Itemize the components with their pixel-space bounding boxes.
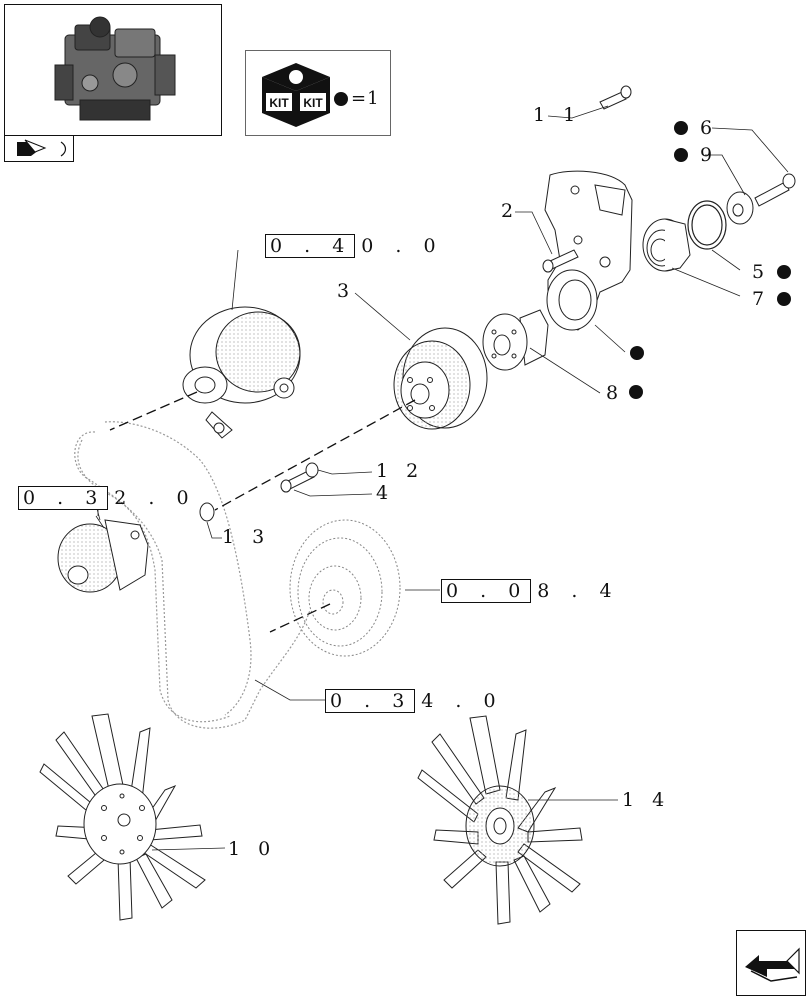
bolt-2 (542, 249, 579, 273)
callout-5-dot (777, 265, 791, 279)
callout-7-dot (777, 292, 791, 306)
plug (199, 502, 215, 522)
pump-pulley (393, 327, 488, 430)
callout-8: 8 (606, 382, 625, 404)
alternator (182, 306, 301, 439)
ref-tensioner[interactable]: 0 . 3 2 . 0 (18, 486, 197, 510)
callout-13: 1 3 (222, 526, 271, 548)
callout-3: 3 (337, 280, 356, 302)
bolt-6 (754, 173, 796, 207)
callout-9-dot (674, 148, 688, 162)
next-page-button[interactable] (736, 930, 806, 996)
kit-label-right: KIT (303, 96, 323, 110)
ref-belt[interactable]: 0 . 3 4 . 0 (325, 689, 504, 713)
ref-tensioner-boxed: 0 . 3 (18, 486, 109, 510)
navigation-arrow-icon (745, 947, 800, 982)
kit-box-icon: KIT KIT (262, 63, 330, 127)
callout-7: 7 (752, 288, 771, 310)
callout-9: 9 (700, 144, 719, 166)
housing-dot (630, 346, 644, 360)
engine-thumbnail[interactable] (4, 4, 222, 136)
crankshaft-damper (289, 519, 401, 657)
water-pump-housing (544, 170, 633, 331)
ref-belt-rest: 4 . 0 (421, 689, 504, 712)
ref-alternator[interactable]: 0 . 4 0 . 0 (265, 234, 444, 258)
book-arrow-icon (17, 139, 67, 157)
thumbnail-tab[interactable] (4, 136, 74, 162)
callout-4: 4 (376, 482, 395, 504)
ref-alternator-boxed: 0 . 4 (265, 234, 356, 258)
kit-legend-box: KIT KIT (245, 50, 391, 136)
callout-12: 1 2 (376, 460, 425, 482)
ref-alternator-rest: 0 . 0 (361, 234, 444, 257)
belt-tensioner (57, 519, 149, 593)
washer (726, 191, 754, 225)
drive-belt (74, 421, 311, 729)
ref-belt-boxed: 0 . 3 (325, 689, 416, 713)
bearing (642, 218, 691, 272)
bolt-11 (599, 85, 632, 110)
callout-10: 1 0 (228, 838, 277, 860)
fan-10 (39, 713, 206, 921)
fan-14 (417, 715, 583, 925)
seal-ring (687, 200, 727, 250)
kit-label-left: KIT (269, 96, 289, 110)
kit-legend-text: =1 (351, 88, 380, 109)
callout-2: 2 (501, 200, 520, 222)
ref-damper[interactable]: 0 . 0 8 . 4 (441, 579, 620, 603)
pump-hub (482, 309, 549, 371)
callout-6: 6 (700, 117, 719, 139)
bolt-4 (280, 462, 319, 493)
ref-damper-boxed: 0 . 0 (441, 579, 532, 603)
callout-8-dot (629, 385, 643, 399)
callout-11: 1 1 (533, 104, 582, 126)
engine-thumbnail-icon (54, 16, 176, 121)
ref-tensioner-rest: 2 . 0 (114, 486, 197, 509)
kit-marker-dot (334, 92, 348, 106)
callout-14: 1 4 (622, 789, 671, 811)
callout-6-dot (674, 121, 688, 135)
ref-damper-rest: 8 . 4 (537, 579, 620, 602)
callout-5: 5 (752, 261, 771, 283)
